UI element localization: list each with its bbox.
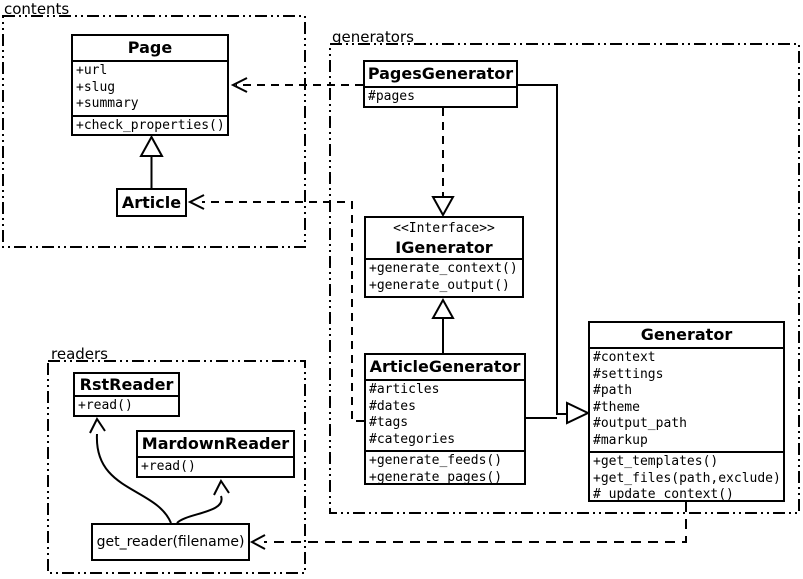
class-rstreader: RstReader +read(): [73, 372, 180, 417]
class-generator-name: Generator: [640, 325, 733, 344]
class-generator-attributes: #context #settings #path #theme #output_…: [590, 347, 783, 451]
method: +generate_pages(): [369, 469, 503, 485]
function-get-reader-label: get_reader(filename): [96, 534, 245, 550]
method: +get_files(path,exclude): [593, 470, 781, 486]
class-articlegenerator-methods: +generate_feeds() +generate_pages(): [366, 450, 524, 488]
attribute: #context: [593, 350, 656, 365]
generalization-triangle-igenerator: [431, 297, 455, 319]
association-arrow-rstreader: [89, 417, 106, 434]
realization-triangle-igenerator: [431, 196, 455, 218]
dependency-arrow-getreader: [249, 534, 266, 550]
method: #_update_context(): [593, 487, 734, 502]
class-rstreader-name: RstReader: [79, 375, 174, 394]
generalization-line-pagesgenerator-generator: [518, 84, 567, 415]
method: +check_properties(): [76, 117, 225, 133]
method: +generate_output(): [369, 277, 510, 293]
attribute: +summary: [76, 96, 139, 111]
attribute: +url: [76, 63, 108, 78]
class-page-attributes: +url +slug +summary: [73, 60, 227, 115]
association-curve-getreader-rstreader: [95, 433, 172, 524]
class-generator: Generator #context #settings #path #them…: [588, 321, 785, 502]
class-igenerator-methods: +generate_context() +generate_output(): [366, 258, 522, 296]
attribute: #markup: [593, 432, 648, 448]
package-border-contents: [2, 15, 306, 248]
class-article: Article: [116, 188, 187, 217]
attribute: #articles: [369, 382, 440, 397]
method: +read(): [78, 398, 133, 413]
class-page-methods: +check_properties(): [73, 114, 227, 137]
class-pagesgenerator-name: PagesGenerator: [367, 64, 514, 83]
class-rstreader-methods: +read(): [75, 395, 178, 417]
class-page: Page +url +slug +summary +check_properti…: [71, 34, 229, 136]
attribute: #settings: [593, 366, 664, 382]
dependency-arrow-page: [230, 77, 248, 93]
class-igenerator-name: IGenerator: [395, 238, 493, 257]
class-pagesgenerator: PagesGenerator #pages: [363, 60, 518, 108]
attribute: #dates: [369, 398, 416, 414]
generalization-triangle-page: [139, 134, 164, 157]
package-label-readers: readers: [51, 345, 108, 363]
method: +generate_feeds(): [369, 453, 503, 468]
class-igenerator-stereotype: <<Interface>>: [393, 221, 495, 236]
class-markdownreader-name: MardownReader: [141, 434, 290, 453]
method: +get_templates(): [593, 454, 719, 469]
attribute: #pages: [368, 89, 415, 104]
class-pagesgenerator-attributes: #pages: [365, 86, 516, 108]
class-article-name: Article: [121, 193, 182, 212]
class-articlegenerator: ArticleGenerator #articles #dates #tags …: [364, 353, 526, 485]
attribute: #theme: [593, 399, 640, 415]
class-markdownreader-methods: +read(): [138, 456, 293, 478]
class-page-name: Page: [127, 38, 173, 57]
package-border-readers: [47, 360, 306, 574]
package-label-contents: contents: [4, 0, 70, 18]
class-markdownreader: MardownReader +read(): [136, 430, 295, 478]
dependency-line-articlegenerator-article: [202, 201, 364, 422]
method: +read(): [141, 459, 196, 474]
package-label-generators: generators: [332, 28, 414, 46]
class-articlegenerator-attributes: #articles #dates #tags #categories: [366, 379, 524, 450]
attribute: #output_path: [593, 416, 687, 431]
function-get-reader: get_reader(filename): [91, 523, 250, 561]
dependency-arrow-article: [187, 194, 205, 210]
attribute: +slug: [76, 79, 116, 95]
association-arrow-markdownreader: [213, 479, 230, 496]
class-generator-methods: +get_templates() +get_files(path,exclude…: [590, 451, 783, 506]
attribute: #categories: [369, 431, 456, 447]
class-igenerator: <<Interface>> IGenerator +generate_conte…: [364, 216, 524, 298]
attribute: #path: [593, 383, 633, 398]
package-border-generators: [329, 43, 800, 514]
class-articlegenerator-name: ArticleGenerator: [369, 357, 521, 376]
attribute: #tags: [369, 415, 409, 430]
association-curve-getreader-markdownreader: [176, 495, 223, 524]
method: +generate_context(): [369, 261, 518, 276]
generalization-triangle-generator: [566, 401, 591, 425]
dependency-line-generator-getreader: [264, 502, 687, 543]
